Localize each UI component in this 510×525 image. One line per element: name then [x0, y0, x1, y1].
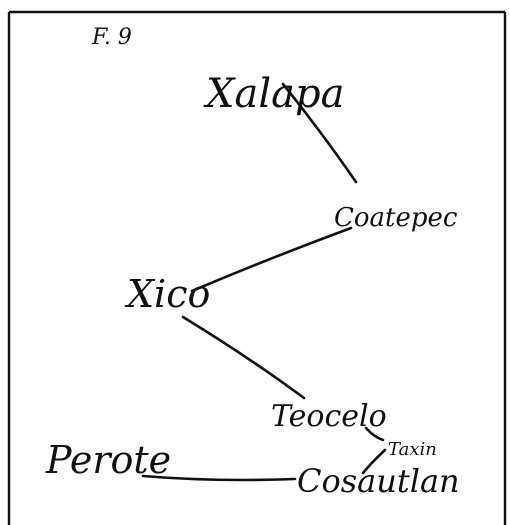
edge-xalapa-coatepec	[281, 82, 358, 184]
node-label-taxin: Taxin	[388, 439, 437, 460]
node-label-coatepec: Coatepec	[334, 203, 458, 233]
node-label-cosautlan: Cosautlan	[297, 462, 460, 500]
node-label-teocelo: Teocelo	[271, 399, 387, 434]
edge-perote-cosautlan	[141, 474, 297, 482]
label-layer: Xalapa Coatepec Xico Teocelo Taxin Cosau…	[45, 71, 460, 500]
figure-label: F. 9	[91, 25, 132, 50]
edge-layer	[141, 82, 387, 482]
node-label-perote: Perote	[45, 438, 171, 482]
edge-xico-teocelo	[181, 315, 306, 400]
edge-coatepec-xico	[190, 226, 353, 293]
edge-teocelo-taxin	[364, 426, 385, 442]
node-label-xico: Xico	[124, 272, 210, 316]
edge-taxin-cosautlan	[361, 448, 387, 475]
node-label-xalapa: Xalapa	[203, 71, 344, 117]
